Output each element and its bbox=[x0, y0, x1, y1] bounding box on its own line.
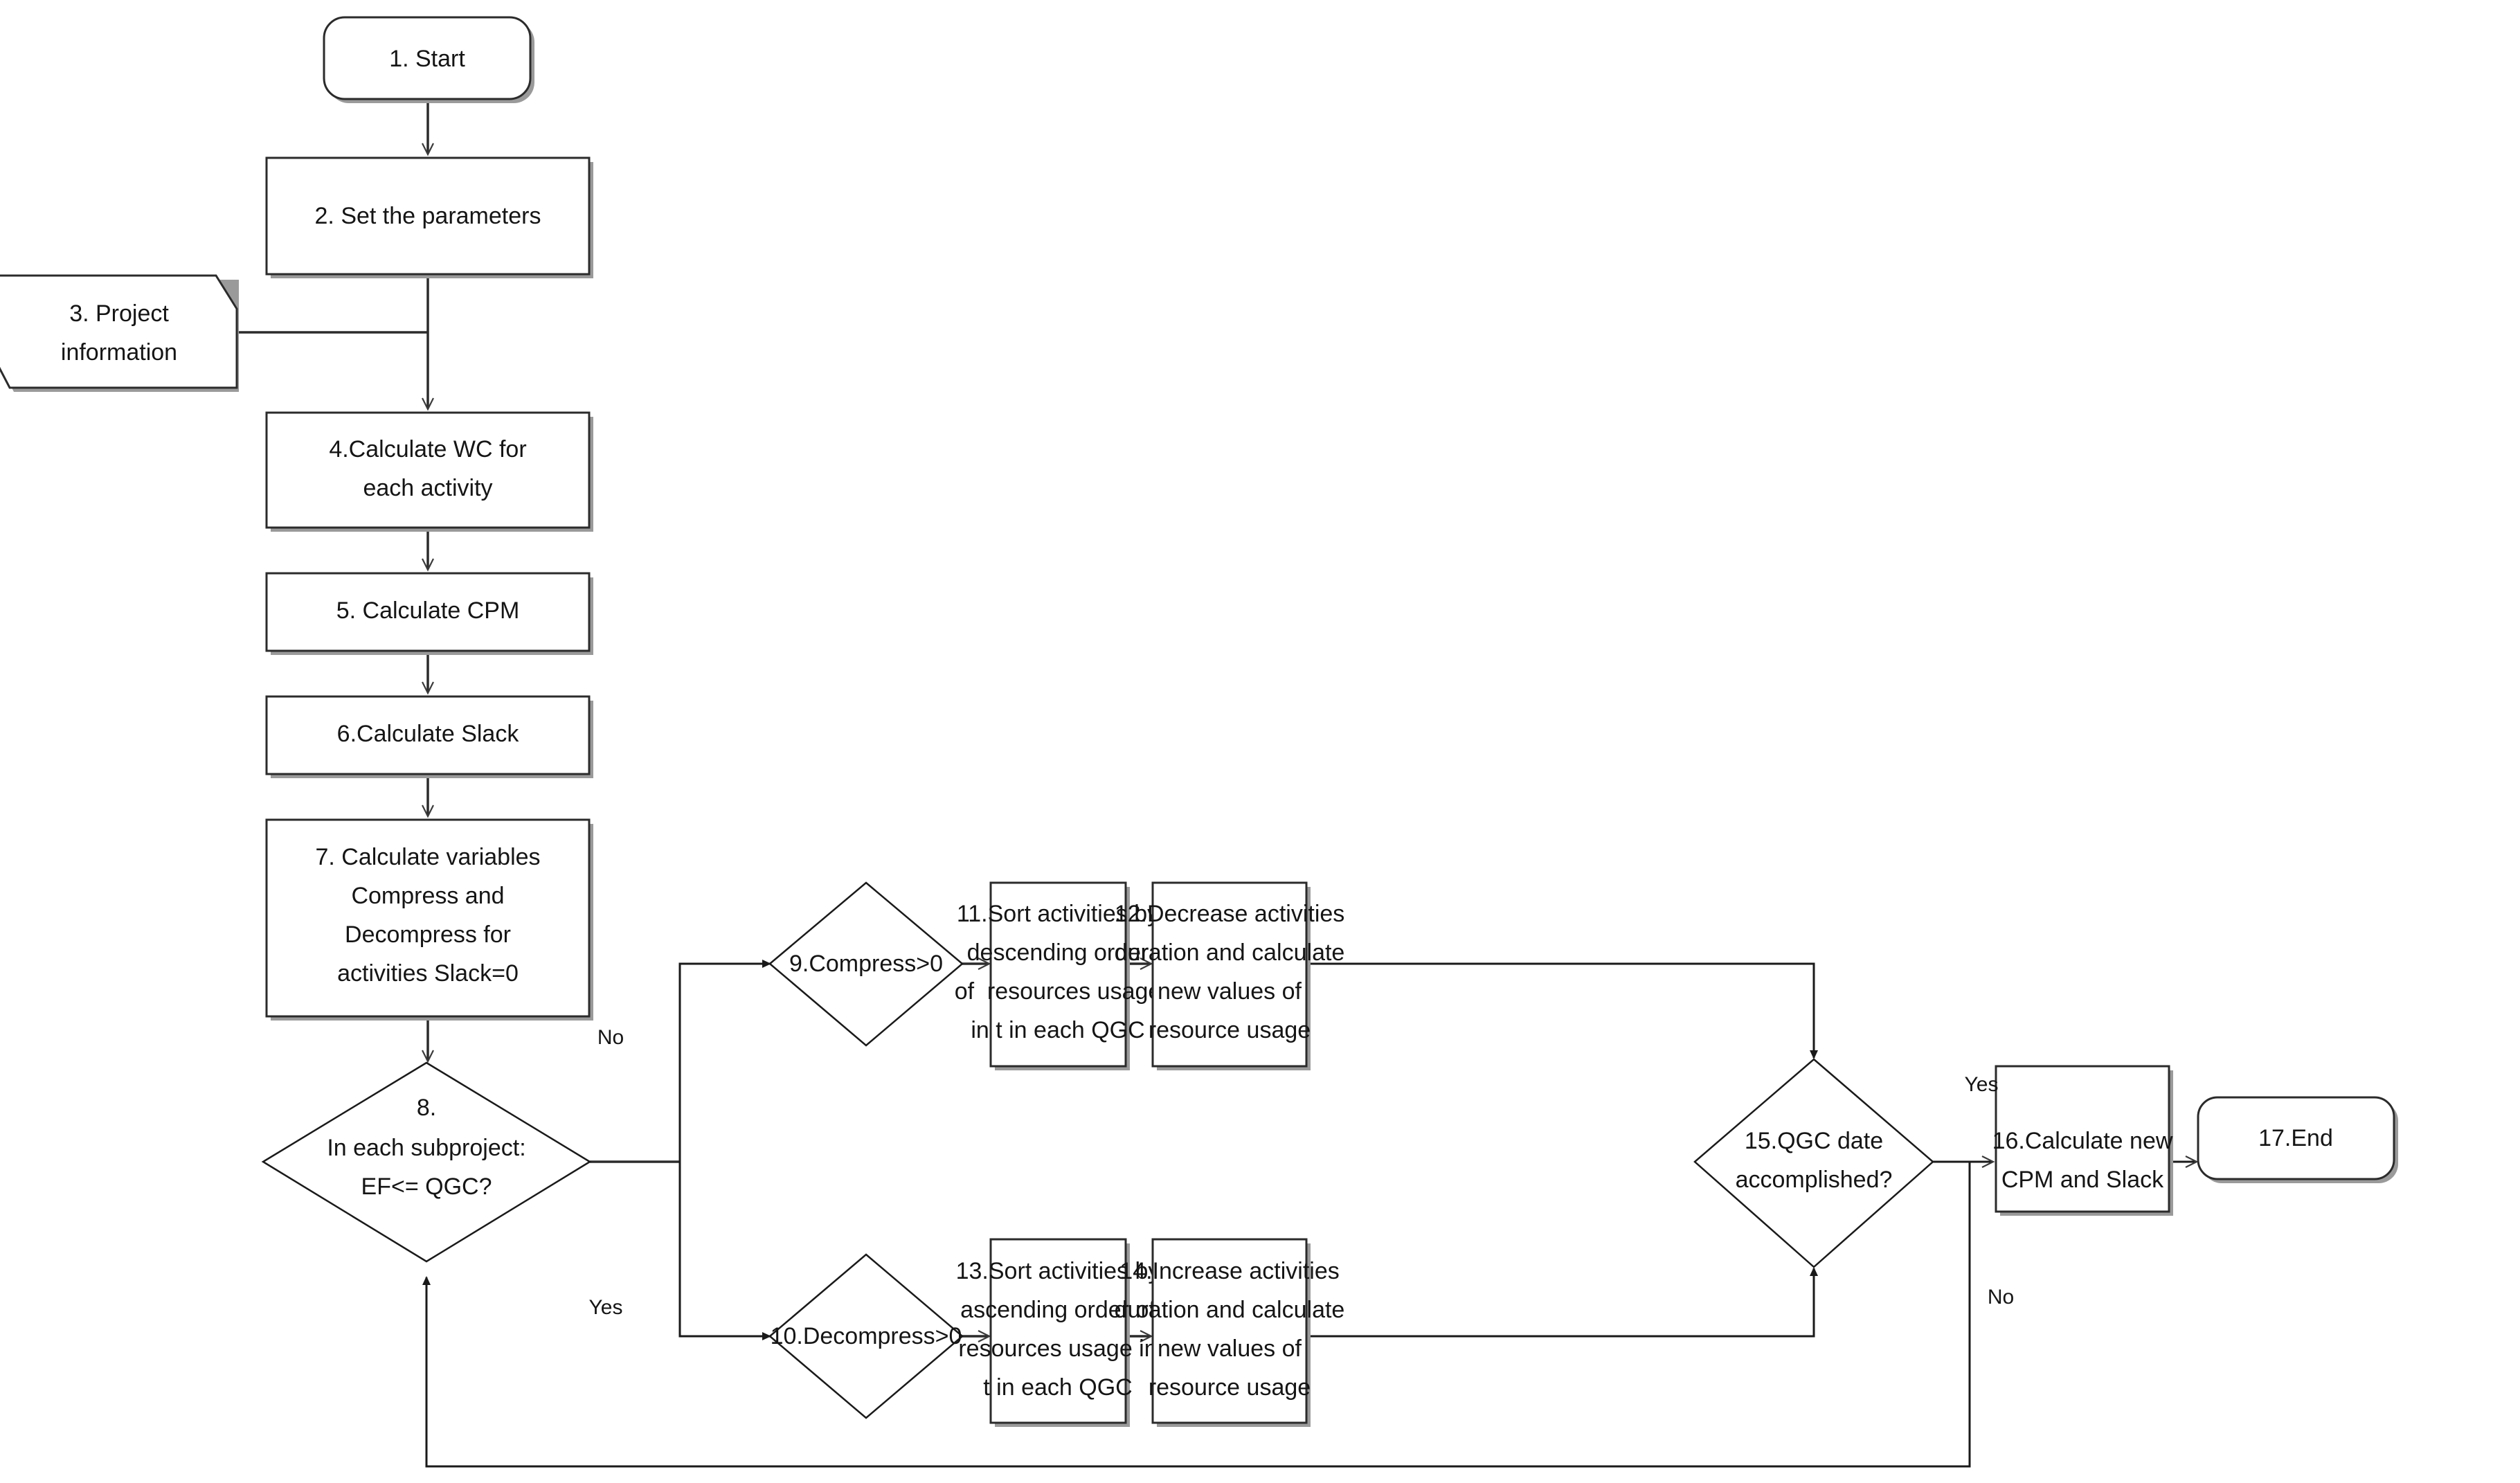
node-11-box bbox=[989, 881, 1127, 1068]
node-14-increase-duration[interactable]: 14.Increase activities duration and calc… bbox=[1115, 1238, 1345, 1427]
node-1-box bbox=[323, 16, 532, 100]
node-12-label-line4: resource usage bbox=[1149, 1017, 1311, 1043]
edge-label-no-from-15: No bbox=[1988, 1286, 2014, 1309]
node-7-label-line2: Compress and bbox=[351, 883, 504, 909]
node-17-end[interactable]: 17.End bbox=[2197, 1096, 2398, 1183]
node-2-box bbox=[265, 156, 591, 276]
node-15-label-line2: accomplished? bbox=[1736, 1167, 1893, 1193]
node-16-calculate-new-cpm[interactable]: 16.Calculate new CPM and Slack bbox=[1992, 1065, 2173, 1216]
node-14-label-line3: new values of bbox=[1158, 1336, 1302, 1362]
node-13-label-line3: resources usage in bbox=[958, 1336, 1157, 1362]
node-16-label-line1: 16.Calculate new bbox=[1992, 1128, 2173, 1154]
node-12-label-line1: 12.Decrease activities bbox=[1115, 901, 1345, 927]
node-6-calculate-slack[interactable]: 6.Calculate Slack bbox=[265, 695, 593, 778]
node-9-label: 9.Compress>0 bbox=[789, 951, 943, 977]
node-4-label-line1: 4.Calculate WC for bbox=[329, 436, 526, 462]
node-3-box bbox=[0, 274, 238, 389]
node-11-label-line2: descending order bbox=[967, 940, 1149, 966]
edge-label-yes-from-15: Yes bbox=[1965, 1073, 1999, 1096]
node-10-label: 10.Decompress>0 bbox=[771, 1323, 962, 1349]
node-4-calculate-wc[interactable]: 4.Calculate WC for each activity bbox=[265, 411, 593, 532]
node-13-box bbox=[989, 1238, 1127, 1424]
node-14-label-line2: duration and calculate bbox=[1115, 1297, 1345, 1323]
node-4-box bbox=[265, 411, 591, 529]
node-9-diamond bbox=[768, 881, 964, 1047]
node-5-box bbox=[265, 572, 591, 652]
node-13-sort-ascending[interactable]: 13.Sort activities by ascending order of… bbox=[956, 1238, 1160, 1427]
node-14-label-line4: resource usage bbox=[1149, 1374, 1311, 1401]
node-8-decision-ef-qgc[interactable]: 8. In each subproject: EF<= QGC? bbox=[261, 1061, 592, 1263]
node-7-label-line3: Decompress for bbox=[345, 922, 511, 948]
edge-label-yes-from-8: Yes bbox=[589, 1296, 623, 1319]
node-7-calculate-variables[interactable]: 7. Calculate variables Compress and Deco… bbox=[265, 818, 593, 1021]
node-2-label: 2. Set the parameters bbox=[315, 203, 541, 229]
node-14-label-line1: 14.Increase activities bbox=[1119, 1258, 1340, 1284]
node-15-decision-qgc-date[interactable]: 15.QGC date accomplished? bbox=[1693, 1058, 1934, 1268]
edge-8-to-10 bbox=[678, 1162, 771, 1340]
node-8-label-line2: In each subproject: bbox=[327, 1135, 525, 1161]
node-5-label: 5. Calculate CPM bbox=[336, 597, 520, 624]
edge-8-to-9 bbox=[678, 960, 771, 1162]
node-13-label-line2: ascending order of bbox=[960, 1297, 1155, 1323]
node-8-label-line3: EF<= QGC? bbox=[361, 1174, 492, 1200]
node-7-label-line1: 7. Calculate variables bbox=[315, 844, 540, 870]
node-3-project-information[interactable]: 3. Project information bbox=[0, 274, 239, 392]
node-15-label-line1: 15.QGC date bbox=[1745, 1128, 1883, 1154]
node-11-label-line1: 11.Sort activities by bbox=[957, 901, 1159, 927]
node-13-label-line4: t in each QGC bbox=[983, 1374, 1132, 1401]
node-7-label-line4: activities Slack=0 bbox=[337, 960, 519, 987]
node-6-box bbox=[265, 695, 591, 775]
edge-label-no-from-8: No bbox=[597, 1026, 624, 1049]
node-12-decrease-duration[interactable]: 12.Decrease activities duration and calc… bbox=[1115, 881, 1345, 1070]
node-17-box bbox=[2197, 1096, 2395, 1180]
node-12-label-line3: new values of bbox=[1158, 978, 1302, 1005]
node-8-label-line1: 8. bbox=[417, 1095, 436, 1121]
node-12-label-line2: duration and calculate bbox=[1115, 940, 1345, 966]
node-12-box bbox=[1151, 881, 1308, 1068]
node-9-decision-compress[interactable]: 9.Compress>0 bbox=[768, 881, 964, 1047]
edge-14-to-15 bbox=[1308, 1267, 1818, 1338]
node-15-diamond bbox=[1693, 1058, 1934, 1268]
node-2-set-parameters[interactable]: 2. Set the parameters bbox=[265, 156, 593, 278]
node-8-diamond bbox=[261, 1061, 592, 1263]
node-11-label-line4: in t in each QGC bbox=[971, 1017, 1144, 1043]
node-6-label: 6.Calculate Slack bbox=[337, 721, 520, 747]
edge-15-to-8-loop bbox=[422, 1162, 1971, 1468]
node-16-box bbox=[1995, 1065, 2170, 1213]
node-11-sort-descending[interactable]: 11.Sort activities by descending order o… bbox=[955, 881, 1162, 1070]
connector-layer bbox=[239, 102, 2199, 1468]
node-4-label-line2: each activity bbox=[363, 475, 492, 501]
node-10-decision-decompress[interactable]: 10.Decompress>0 bbox=[768, 1253, 964, 1419]
node-1-start[interactable]: 1. Start bbox=[323, 16, 534, 103]
node-10-diamond bbox=[768, 1253, 964, 1419]
edge-12-to-15 bbox=[1308, 962, 1818, 1059]
node-5-calculate-cpm[interactable]: 5. Calculate CPM bbox=[265, 572, 593, 655]
node-3-label-line2: information bbox=[61, 339, 177, 366]
node-1-label: 1. Start bbox=[389, 46, 465, 72]
node-7-box bbox=[265, 818, 591, 1018]
node-17-label: 17.End bbox=[2258, 1125, 2333, 1151]
node-3-label-line1: 3. Project bbox=[69, 300, 169, 327]
node-14-box bbox=[1151, 1238, 1308, 1424]
node-16-label-line2: CPM and Slack bbox=[2001, 1167, 2164, 1193]
node-13-label-line1: 13.Sort activities by bbox=[956, 1258, 1160, 1284]
node-11-label-line3: of resources usage bbox=[955, 978, 1162, 1005]
